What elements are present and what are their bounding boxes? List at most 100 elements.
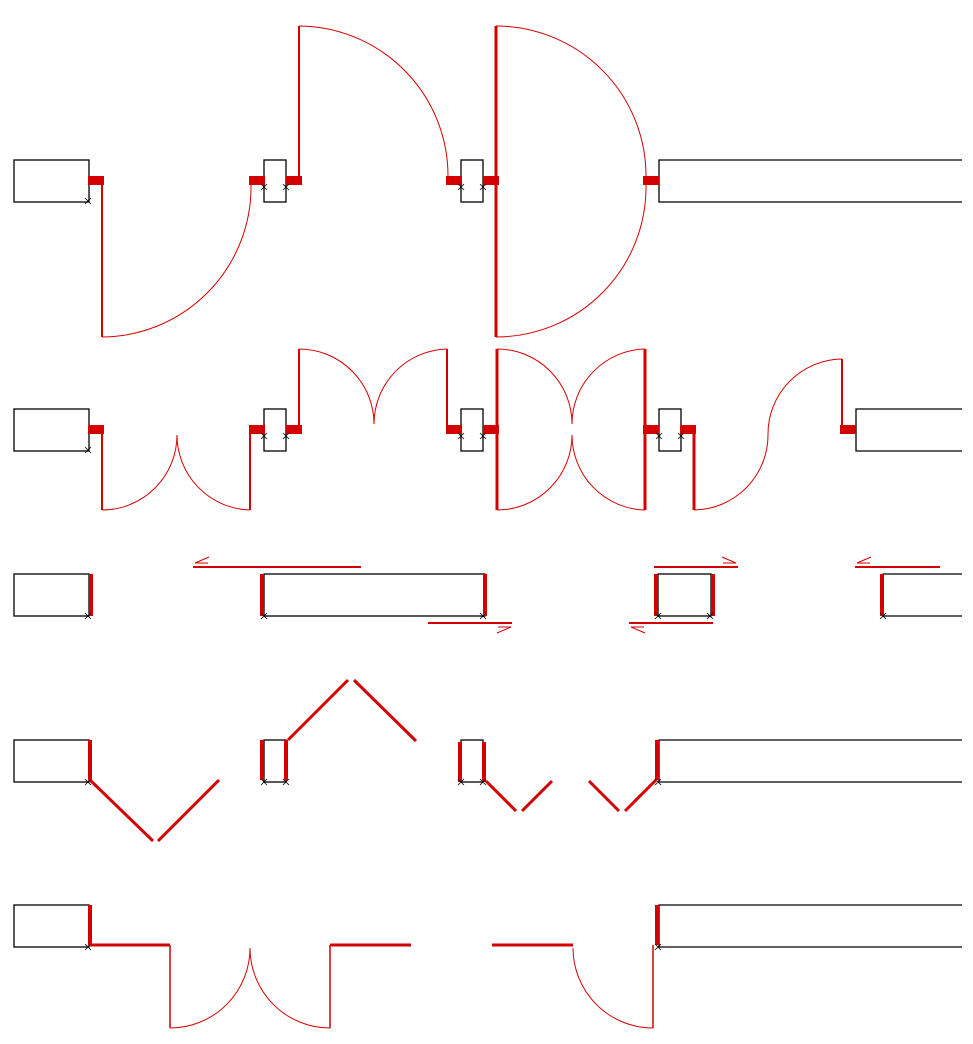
door-swing-arc [571,348,646,425]
row-offset-doors [13,904,962,1029]
corner-marks [84,943,662,951]
door-jamb [880,574,884,616]
door-swing-arc [572,947,654,1029]
door-swing-arc [373,348,448,425]
corner-marks [84,778,662,786]
wall-segment [460,739,484,783]
door-swing-arc [249,947,331,1029]
wall-segment [855,408,962,452]
jamb-markers [89,574,884,616]
folding-panel [484,779,518,813]
wall-segment [658,408,682,452]
door-swing-arc [571,434,646,511]
row-swing-doors-large [13,25,962,338]
door-jamb [249,176,265,185]
door-jamb [260,740,264,780]
door-jamb [446,425,462,434]
door-swing-arc [495,184,647,338]
jamb-markers [88,740,659,782]
wall-segment [13,739,90,783]
bifold-door [484,778,658,813]
door-jamb [88,740,92,780]
door-jamb [260,574,264,616]
door-jamb [89,574,93,616]
wall-segment [658,904,962,948]
slide-direction-arrow [721,556,737,564]
door-swing-arc [496,434,573,511]
door-jamb [286,425,302,434]
wall-segment [658,159,962,203]
folding-panel [623,778,658,813]
walls [13,739,962,783]
bifold-door [286,678,418,743]
door-swing-arc [176,434,251,511]
wall-segment [460,408,484,452]
door-jamb [88,425,104,434]
door-jamb [284,740,288,780]
door-jamb [88,176,104,185]
slide-direction-arrow [496,626,512,634]
door-jamb [711,574,715,616]
jamb-markers [88,905,659,945]
sliding-door [629,556,738,634]
row-double-swing-doors [13,348,962,511]
door-jamb [643,425,659,434]
door-jamb [483,574,487,616]
wall-segment [263,408,287,452]
sliding-door [193,556,361,568]
wall-segment [658,739,962,783]
wall-segment [263,739,287,783]
door-jamb [483,176,499,185]
door-jamb [655,905,659,945]
slide-direction-arrow [856,556,872,564]
double-swing-door [298,348,448,425]
door-jamb [680,425,696,434]
slide-direction-arrow [630,626,646,634]
folding-panel [520,779,554,813]
door-jamb [482,742,486,782]
single-swing-door [298,25,449,177]
door-jamb [88,905,92,945]
door-swing-arc [169,947,251,1029]
door-jamb [655,740,659,780]
door-swing-arc [298,348,375,425]
folding-panel [286,678,350,742]
wall-segment [882,573,962,617]
wall-segment [13,573,90,617]
door-swing-arc [495,25,647,177]
sliding-door [428,622,512,634]
double-swing-door [101,434,251,511]
door-jamb [458,742,462,782]
door-swing-arc [101,434,178,511]
door-swing-arc [298,25,449,177]
row-folding-doors [13,678,962,843]
single-swing-door [101,184,252,338]
double-swing-door [495,348,647,511]
folding-panel [352,678,418,743]
door-jamb [840,425,856,434]
corner-marks [84,183,487,205]
slide-direction-arrow [194,556,210,564]
wall-segment [13,408,90,452]
double-swing-door [692,358,843,511]
offset-double-door [90,943,411,1029]
door-swing-arc [496,348,573,425]
bifold-door [88,778,221,843]
walls [13,904,962,948]
folding-panel [587,779,621,813]
corner-marks [84,432,685,454]
door-jamb [654,574,658,616]
wall-segment [657,573,712,617]
jamb-markers [88,176,659,185]
single-swing-door [494,25,647,338]
walls [13,573,962,617]
door-jamb [643,176,659,185]
door-jamb [446,176,462,185]
door-jamb [286,176,302,185]
folding-panel [156,778,221,843]
sliding-door [855,556,940,568]
door-swing-arc [101,184,252,338]
corner-marks [84,612,887,620]
wall-segment [13,159,90,203]
